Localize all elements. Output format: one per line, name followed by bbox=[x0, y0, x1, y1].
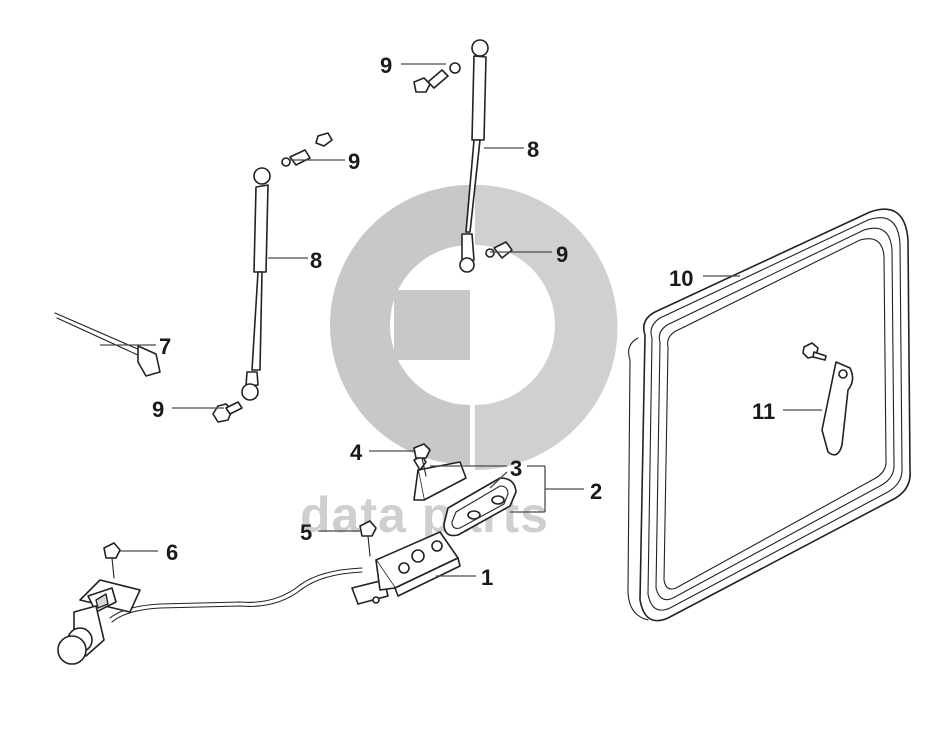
callout-10: 10 bbox=[669, 266, 693, 291]
callout-8-left: 8 bbox=[310, 248, 322, 273]
callout-9-left-upper: 9 bbox=[348, 149, 360, 174]
callout-11: 11 bbox=[752, 399, 775, 424]
callout-labels: 9 9 8 8 9 7 9 10 11 4 3 2 5 6 1 bbox=[152, 53, 775, 590]
callout-7: 7 bbox=[159, 334, 171, 359]
ball-stud-left-lower bbox=[212, 401, 243, 423]
callout-3: 3 bbox=[510, 456, 522, 481]
gas-strut-right bbox=[459, 39, 489, 273]
callout-9-right-lower: 9 bbox=[556, 242, 568, 267]
latch-lever bbox=[802, 342, 854, 456]
bolt-6 bbox=[103, 542, 121, 579]
bolt-4 bbox=[413, 443, 431, 477]
watermark-logo bbox=[330, 185, 618, 470]
callout-9-left-lower: 9 bbox=[152, 397, 164, 422]
latch-assembly bbox=[351, 531, 461, 605]
release-cable bbox=[109, 567, 363, 623]
ball-stud-right-lower bbox=[485, 241, 513, 259]
callout-8-right: 8 bbox=[527, 137, 539, 162]
callout-5: 5 bbox=[300, 520, 312, 545]
callout-1: 1 bbox=[481, 565, 493, 590]
callout-9-top: 9 bbox=[380, 53, 392, 78]
callout-4: 4 bbox=[350, 440, 363, 465]
ball-stud-left-upper bbox=[281, 132, 333, 167]
bolt-5 bbox=[359, 520, 377, 557]
ball-stud-top bbox=[413, 62, 461, 93]
striker-pad bbox=[443, 477, 517, 537]
leader-lines bbox=[100, 63, 822, 577]
cable-tie bbox=[54, 312, 161, 377]
callout-2: 2 bbox=[590, 479, 602, 504]
window-frame-seal bbox=[627, 208, 911, 622]
lock-cylinder bbox=[57, 579, 141, 665]
gas-strut-left bbox=[241, 167, 271, 401]
callout-6: 6 bbox=[166, 540, 178, 565]
striker-bracket bbox=[413, 455, 467, 501]
